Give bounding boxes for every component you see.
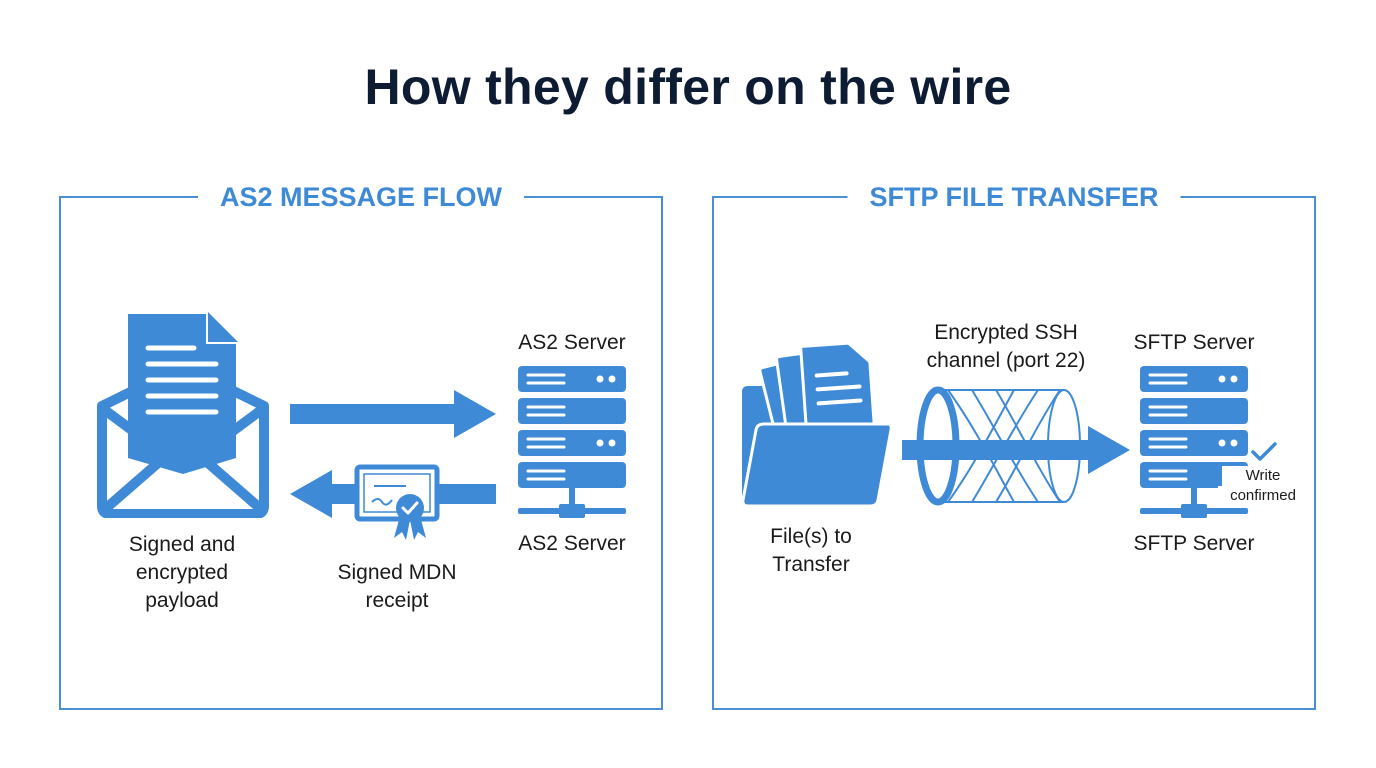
as2-server-label-bottom: AS2 Server	[518, 532, 626, 555]
certificate-icon	[354, 464, 440, 540]
page-title: How they differ on the wire	[364, 59, 1012, 115]
mdn-receipt-label-line2: receipt	[365, 589, 429, 612]
files-label-line1: File(s) to	[770, 525, 852, 548]
sftp-server-label-top: SFTP Server	[1133, 331, 1255, 354]
write-confirmed-label-line2: confirmed	[1218, 486, 1308, 506]
write-confirmed-label-line1: Write	[1222, 466, 1304, 486]
sftp-panel-heading: SFTP FILE TRANSFER	[847, 178, 1181, 216]
as2-server-label-top: AS2 Server	[518, 331, 626, 354]
envelope-document-icon	[97, 312, 269, 518]
folder-files-icon	[741, 341, 893, 508]
payload-label-line3: payload	[145, 589, 219, 612]
checkmark-icon	[1251, 442, 1277, 461]
payload-label-line1: Signed and	[128, 533, 236, 556]
files-label-line2: Transfer	[772, 553, 850, 576]
sftp-panel: SFTP FILE TRANSFER	[712, 178, 1316, 710]
ssh-channel-label-line2: channel (port 22)	[926, 349, 1086, 372]
as2-arrow-right-icon	[290, 390, 496, 438]
as2-panel: AS2 MESSAGE FLOW	[59, 178, 663, 710]
sftp-arrow-right-icon	[902, 426, 1130, 474]
as2-panel-heading: AS2 MESSAGE FLOW	[197, 178, 525, 216]
as2-server-icon	[518, 366, 626, 518]
mdn-receipt-label-line1: Signed MDN	[337, 561, 457, 584]
sftp-server-label-bottom: SFTP Server	[1133, 532, 1255, 555]
ssh-channel-label-line1: Encrypted SSH	[934, 321, 1078, 344]
sftp-server-icon	[1140, 366, 1248, 518]
payload-label-line2: encrypted	[135, 561, 229, 584]
